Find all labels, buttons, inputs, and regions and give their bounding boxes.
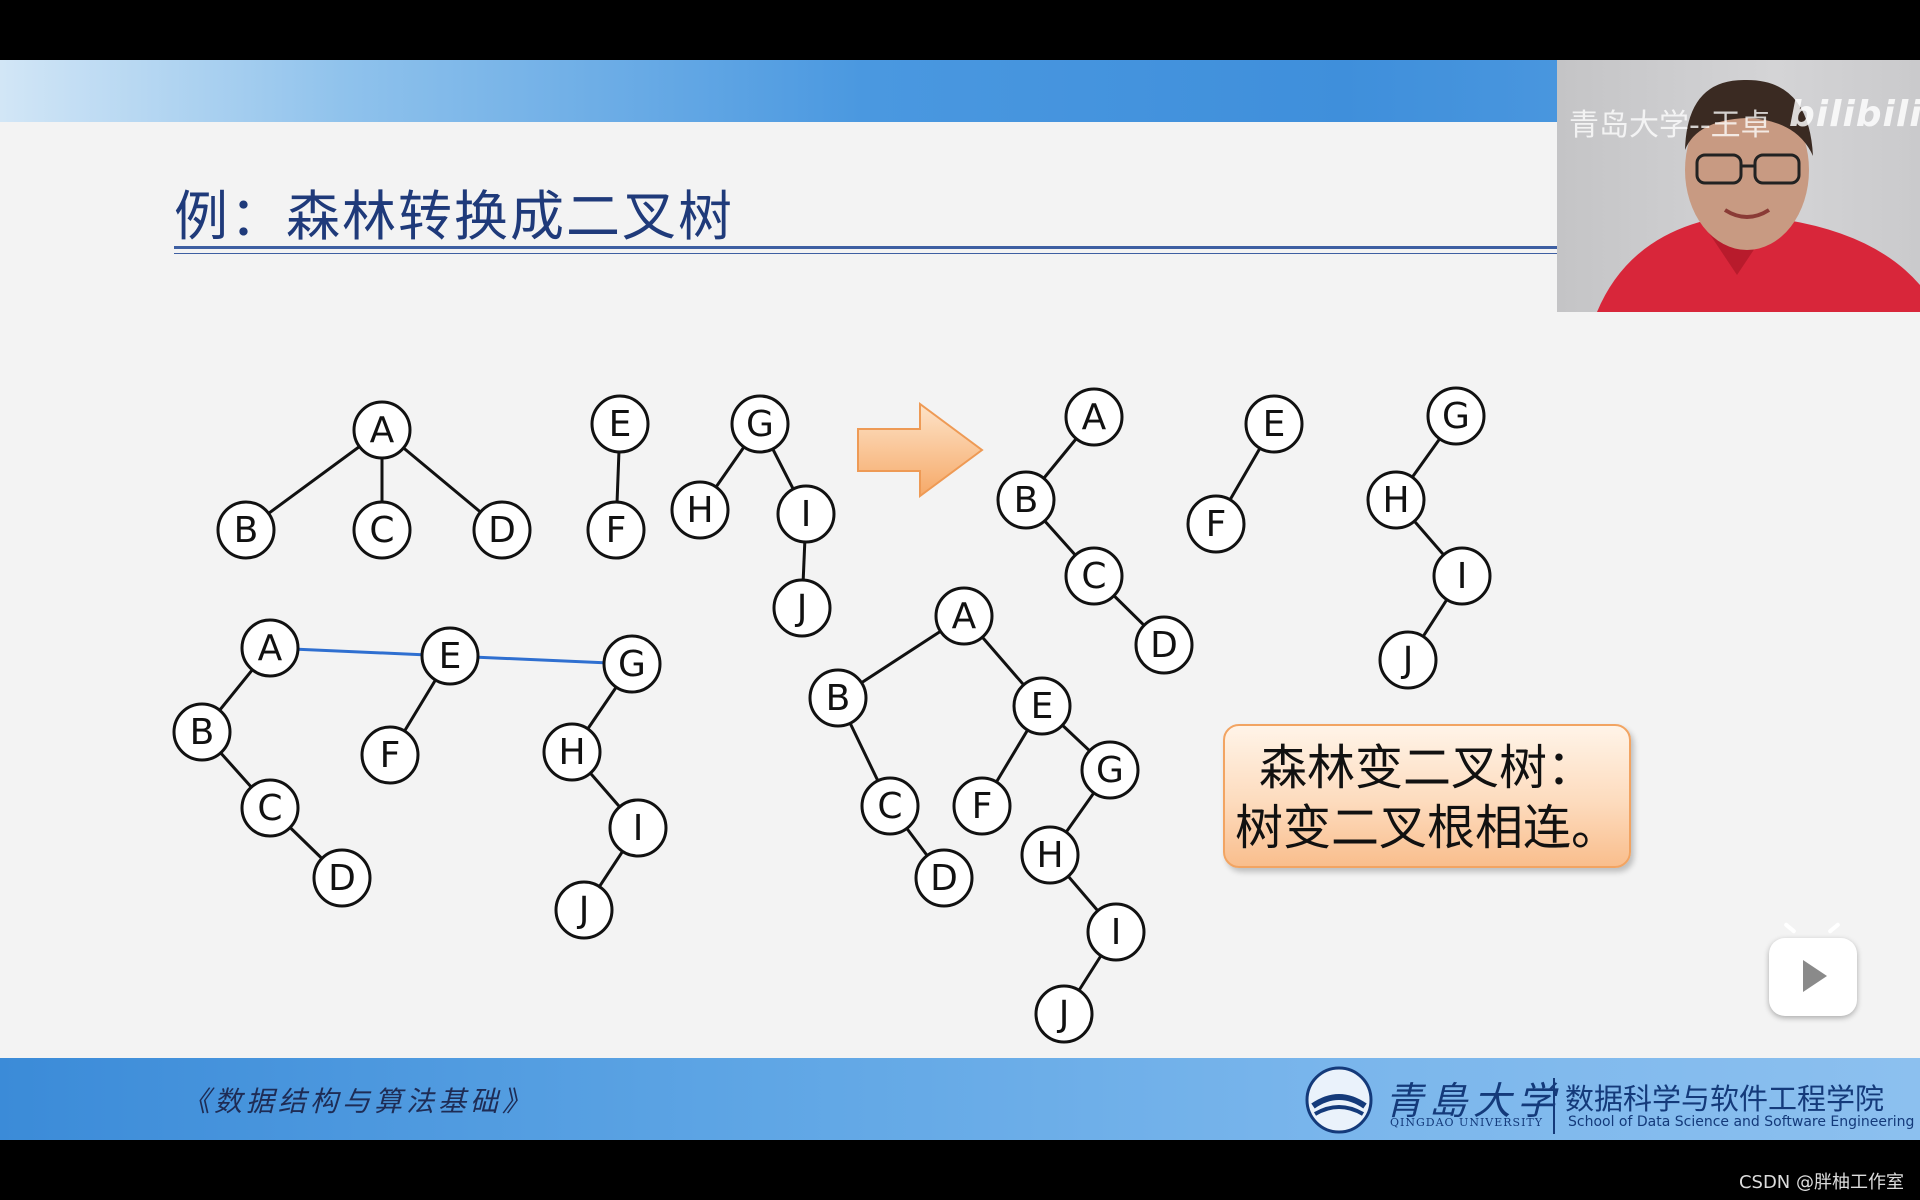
node-label: D bbox=[488, 510, 516, 551]
tree-node: H bbox=[1368, 472, 1424, 528]
bilibili-logo-icon: bilibili bbox=[1789, 94, 1920, 135]
summary-callout: 森林变二叉树： 树变二叉根相连。 bbox=[1223, 724, 1631, 868]
node-label: D bbox=[1150, 625, 1178, 666]
tree-node: D bbox=[314, 850, 370, 906]
node-label: C bbox=[1081, 556, 1106, 597]
node-label: H bbox=[1036, 835, 1063, 876]
node-label: I bbox=[1111, 912, 1122, 953]
node-label: D bbox=[328, 858, 356, 899]
tree-node: C bbox=[862, 778, 918, 834]
node-label: G bbox=[746, 404, 774, 445]
tree-node: C bbox=[354, 502, 410, 558]
school-name-en: School of Data Science and Software Engi… bbox=[1568, 1114, 1914, 1130]
node-label: C bbox=[877, 786, 902, 827]
tree-node: H bbox=[1022, 827, 1078, 883]
node-label: G bbox=[1096, 750, 1124, 791]
tree-node: J bbox=[774, 580, 830, 636]
node-label: H bbox=[686, 490, 713, 531]
node-label: C bbox=[257, 788, 282, 829]
node-label: I bbox=[801, 494, 812, 535]
node-label: B bbox=[234, 510, 259, 551]
tree-node: I bbox=[778, 486, 834, 542]
tree-node: E bbox=[1014, 678, 1070, 734]
tree-node: B bbox=[810, 670, 866, 726]
node-label: F bbox=[1206, 504, 1227, 545]
tree-node: H bbox=[672, 482, 728, 538]
tree-node: J bbox=[1380, 632, 1436, 688]
node-label: G bbox=[1442, 396, 1470, 437]
node-label: B bbox=[1014, 480, 1039, 521]
callout-line-2: 树变二叉根相连。 bbox=[1225, 798, 1629, 858]
transform-arrow-icon bbox=[858, 404, 982, 496]
node-label: I bbox=[633, 808, 644, 849]
tree-node: B bbox=[174, 704, 230, 760]
node-label: B bbox=[190, 712, 215, 753]
tree-node: A bbox=[242, 620, 298, 676]
tree-node: I bbox=[610, 800, 666, 856]
tree-node: F bbox=[362, 727, 418, 783]
node-label: D bbox=[930, 858, 958, 899]
school-name-cn: 数据科学与软件工程学院 bbox=[1565, 1076, 1884, 1118]
tree-node: H bbox=[544, 724, 600, 780]
tree-node: G bbox=[732, 396, 788, 452]
node-label: E bbox=[609, 404, 632, 445]
node-label: E bbox=[1031, 686, 1054, 727]
tree-node: C bbox=[242, 780, 298, 836]
webcam-overlay: 青岛大学--王卓 bilibili bbox=[1557, 60, 1920, 312]
node-label: C bbox=[369, 510, 394, 551]
tree-node: J bbox=[1036, 986, 1092, 1042]
play-icon bbox=[1803, 960, 1827, 992]
node-label: J bbox=[795, 588, 808, 629]
node-label: E bbox=[1263, 404, 1286, 445]
course-title: 《数据结构与算法基础》 bbox=[182, 1080, 534, 1120]
node-label: B bbox=[826, 678, 851, 719]
play-button[interactable] bbox=[1769, 938, 1857, 1016]
tree-node: E bbox=[1246, 396, 1302, 452]
tree-node: C bbox=[1066, 548, 1122, 604]
tree-node: A bbox=[354, 402, 410, 458]
tree-node: F bbox=[954, 778, 1010, 834]
node-label: H bbox=[558, 732, 585, 773]
university-logo-icon bbox=[1305, 1066, 1373, 1134]
tree-node: B bbox=[218, 502, 274, 558]
tree-node: D bbox=[474, 502, 530, 558]
tree-node: B bbox=[998, 472, 1054, 528]
watermark-credit: CSDN @胖柚工作室 bbox=[1739, 1168, 1904, 1194]
node-label: A bbox=[258, 628, 283, 669]
tree-node: E bbox=[422, 628, 478, 684]
tree-node: J bbox=[556, 882, 612, 938]
tree-node: A bbox=[1066, 389, 1122, 445]
tree-node: G bbox=[604, 636, 660, 692]
node-label: A bbox=[952, 596, 977, 637]
video-watermark: 青岛大学--王卓 bbox=[1569, 100, 1771, 144]
tree-node: F bbox=[1188, 496, 1244, 552]
node-label: H bbox=[1382, 480, 1409, 521]
node-label: J bbox=[1057, 994, 1070, 1035]
node-label: I bbox=[1457, 556, 1468, 597]
tree-node: D bbox=[916, 850, 972, 906]
tree-node: I bbox=[1434, 548, 1490, 604]
node-label: A bbox=[1082, 397, 1107, 438]
node-label: F bbox=[380, 735, 401, 776]
node-label: F bbox=[972, 786, 993, 827]
tree-node: E bbox=[592, 396, 648, 452]
tree-node: I bbox=[1088, 904, 1144, 960]
university-name-en: QINGDAO UNIVERSITY bbox=[1390, 1116, 1543, 1129]
node-label: J bbox=[1401, 640, 1414, 681]
node-label: J bbox=[577, 890, 590, 931]
tree-node: G bbox=[1082, 742, 1138, 798]
tree-node: D bbox=[1136, 617, 1192, 673]
tree-node: A bbox=[936, 588, 992, 644]
tree-node: F bbox=[588, 502, 644, 558]
node-label: E bbox=[439, 636, 462, 677]
node-label: A bbox=[370, 410, 395, 451]
tree-node: G bbox=[1428, 388, 1484, 444]
node-label: G bbox=[618, 644, 646, 685]
node-label: F bbox=[606, 510, 627, 551]
footer-divider bbox=[1553, 1078, 1555, 1134]
callout-line-1: 森林变二叉树： bbox=[1225, 738, 1629, 798]
